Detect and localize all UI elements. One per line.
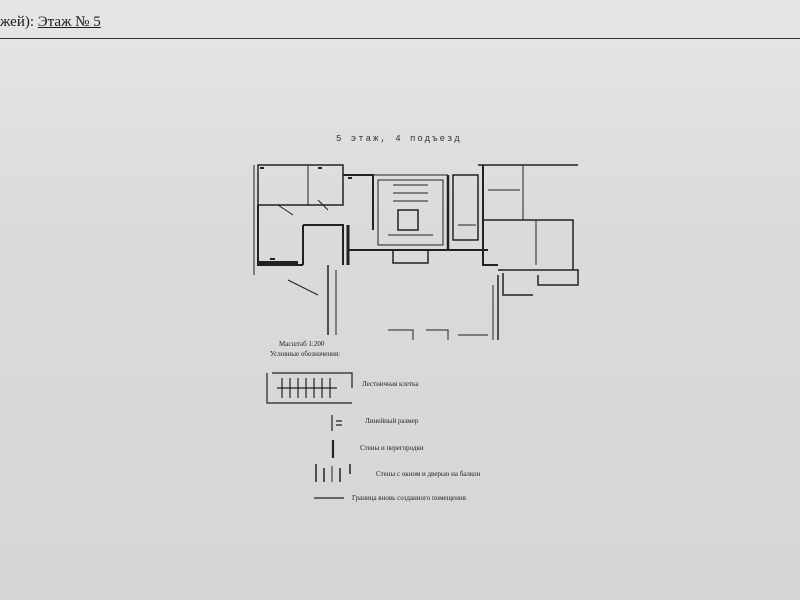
legend-label-walls: Стены и перегородки [360,444,424,452]
legend-title: Условные обозначения: [270,350,341,358]
header-prefix: жей): [0,14,35,30]
boundary-line-icon [314,497,344,499]
floor-label: Этаж № 5 [37,14,101,30]
legend-label-window-door: Стены с окном и дверью на балкон [376,470,481,478]
legend-label-staircase: Лестничная клетка [362,380,419,388]
legend-label-boundary: Граница вновь созданного помещения [352,494,466,502]
staircase-icon [266,372,353,404]
linear-dimension-icon [331,415,342,431]
plan-title: 5 этаж, 4 подъезд [336,134,462,144]
scale-text: Масштаб 1:200 [279,340,325,348]
header-divider [0,38,800,39]
wall-window-door-icon [315,464,351,482]
legend-label-dimension: Линейный размер [365,417,419,425]
floor-plan [253,164,579,340]
page-header: жей): Этаж № 5 [0,14,101,31]
wall-icon [331,440,335,458]
